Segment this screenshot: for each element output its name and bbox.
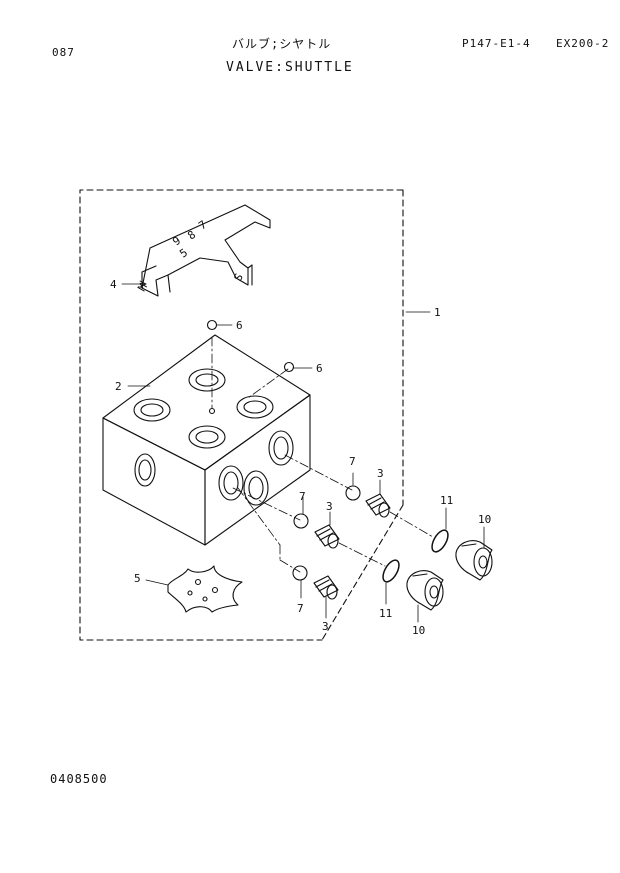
callout-label: 3 [326, 500, 333, 513]
callout-label: 6 [236, 319, 243, 332]
plug-axes [338, 511, 434, 567]
callout-label: 5 [134, 572, 141, 585]
plug-middle [314, 524, 340, 549]
plug-upper [365, 493, 391, 518]
title-japanese: バルブ;シヤトル [232, 37, 332, 51]
document-code: 0408500 [50, 772, 108, 786]
callout-label: 7 [299, 490, 306, 503]
leader-lines [121, 283, 485, 623]
reference-code: P147-E1-4 [462, 37, 531, 50]
plate-mark: S [231, 271, 246, 283]
callout-label: 1 [434, 306, 441, 319]
callout-label: 7 [297, 602, 304, 615]
callout-label: 10 [412, 624, 425, 637]
large-plug-lower [406, 570, 444, 611]
plate-mark: 5 [177, 246, 190, 260]
center-lines [211, 336, 353, 573]
callout-label: 7 [349, 455, 356, 468]
page-number: 087 [52, 46, 75, 59]
callout-label: 6 [316, 362, 323, 375]
callout-labels: 1 2 3 3 3 4 5 6 6 7 7 7 10 10 11 11 [110, 278, 491, 637]
plug-lower [313, 575, 339, 600]
balls [206, 319, 361, 581]
plate-marks: 9 8 7 5 M S [135, 218, 246, 293]
callout-label: 3 [377, 467, 384, 480]
leader-ticks [139, 280, 147, 288]
callout-label: 11 [379, 607, 392, 620]
callout-label: 4 [110, 278, 117, 291]
valve-block [102, 334, 311, 546]
o-rings [382, 529, 449, 583]
top-ports [133, 368, 274, 449]
callout-label: 11 [440, 494, 453, 507]
callout-label: 2 [115, 380, 122, 393]
assembly-boundary [79, 189, 404, 641]
side-ports [134, 430, 294, 506]
large-plug-upper [455, 540, 493, 581]
plate-mark: 8 [185, 228, 198, 242]
name-plate [141, 204, 271, 297]
callout-label: 3 [322, 620, 329, 633]
gasket [167, 565, 243, 613]
callout-label: 10 [478, 513, 491, 526]
model-code: EX200-2 [556, 37, 610, 50]
title-english: VALVE:SHUTTLE [226, 60, 354, 75]
plate-mark: 7 [196, 218, 209, 232]
